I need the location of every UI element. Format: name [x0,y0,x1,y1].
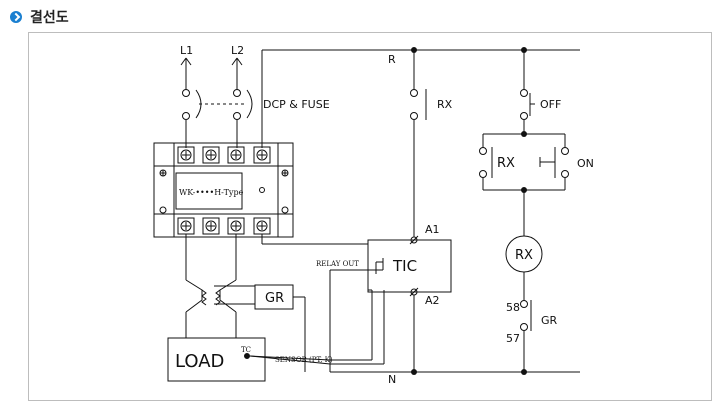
dcp-contact [182,89,190,97]
label-rx-contact: RX [437,98,453,111]
tic-box [367,239,452,293]
diagram-frame [28,32,712,401]
label-57: 57 [506,332,520,345]
label-gr-box: GR [265,291,284,306]
label-rx-coil: RX [515,248,533,263]
label-gr-contact: GR [541,314,558,327]
section-header: 결선도 [10,7,69,27]
chevron-right-icon [10,11,22,23]
label-off: OFF [540,98,561,111]
label-n: N [388,373,396,386]
label-l2: L2 [231,44,244,57]
label-tic: TIC [392,257,417,275]
label-r: R [388,53,396,66]
label-58: 58 [506,301,520,314]
label-tc: TC [241,346,251,354]
label-relay-out: RELAY OUT [316,260,359,268]
section-title: 결선도 [30,10,69,26]
label-on: ON [577,157,594,170]
label-dcp-fuse: DCP & FUSE [263,98,330,111]
label-l1: L1 [180,44,193,57]
label-load: LOAD [175,351,224,372]
label-a1: A1 [425,223,440,236]
load-box [167,337,266,382]
label-a2: A2 [425,294,440,307]
label-sensor: SENSOR (PT, K) [275,356,333,364]
label-rx-hold: RX [497,156,515,171]
label-ssr-model: WK-••••H-Type [179,188,244,197]
